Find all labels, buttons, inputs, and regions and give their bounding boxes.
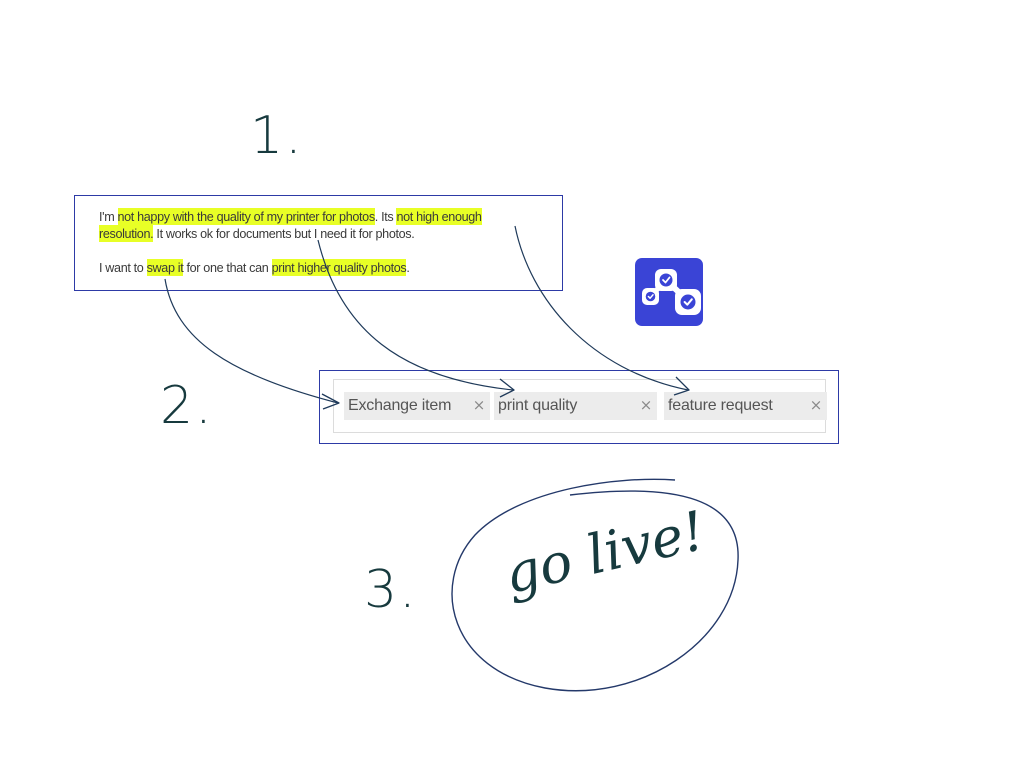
message-text: for one that can	[183, 261, 272, 275]
highlighted-phrase: print higher quality photos	[271, 259, 407, 276]
message-line-1: I'm not happy with the quality of my pri…	[99, 208, 482, 226]
highlighted-phrase: swap it	[146, 259, 184, 276]
message-text: It works ok for documents but I need it …	[153, 227, 415, 241]
tag-exchange-item: Exchange item ×	[344, 392, 490, 420]
tag-label: print quality	[498, 397, 578, 414]
close-icon[interactable]: ×	[472, 396, 486, 414]
message-line-3: I want to swap it for one that can print…	[99, 259, 410, 277]
close-icon[interactable]: ×	[809, 396, 823, 414]
step-1-number: 1.	[250, 106, 304, 166]
message-text: I want to	[99, 261, 147, 275]
message-text: .	[406, 261, 410, 275]
tag-feature-request: feature request ×	[664, 392, 827, 420]
highlighted-phrase: resolution.	[99, 225, 154, 242]
tags-panel: Exchange item × print quality × feature …	[319, 370, 839, 444]
step-3-number: 3.	[364, 560, 418, 620]
customer-message-box: I'm not happy with the quality of my pri…	[74, 195, 563, 291]
linked-check-boxes-icon	[635, 258, 703, 326]
tag-print-quality: print quality ×	[494, 392, 657, 420]
message-line-2: resolution. It works ok for documents bu…	[99, 225, 415, 243]
close-icon[interactable]: ×	[639, 396, 653, 414]
tag-label: Exchange item	[348, 397, 452, 414]
tag-label: feature request	[668, 397, 773, 414]
go-live-text: go live!	[498, 498, 711, 606]
message-text: I'm	[99, 210, 118, 224]
highlighted-phrase: not high enough	[396, 208, 482, 225]
tags-input[interactable]: Exchange item × print quality × feature …	[333, 379, 827, 433]
highlighted-phrase: not happy with the quality of my printer…	[117, 208, 375, 225]
message-text: . Its	[374, 210, 397, 224]
step-2-number: 2.	[160, 376, 214, 436]
